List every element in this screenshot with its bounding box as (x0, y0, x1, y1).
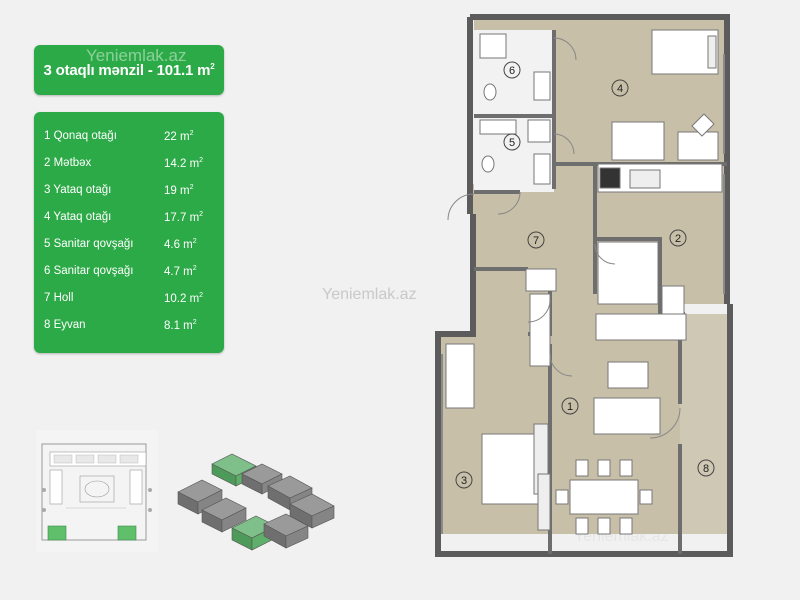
building-blocks-3d (177, 453, 335, 551)
dining-chair (555, 489, 569, 505)
sink-6 (533, 71, 551, 101)
room-number-markers: 1 2 3 4 5 6 7 8 (455, 61, 715, 489)
bed-4 (651, 29, 719, 75)
balcony-floor (680, 314, 728, 534)
dining-chair (619, 459, 633, 477)
hall-wardrobe (529, 293, 551, 367)
hall-cabinet (525, 268, 557, 292)
floor-plan: 1 2 3 4 5 6 7 8 (435, 14, 733, 557)
shower-6 (479, 33, 507, 59)
center-watermark: Yeniemlak.az (322, 286, 417, 303)
kitchen-island (595, 313, 687, 341)
sink-5 (533, 153, 551, 185)
room-number-3: 3 (461, 475, 467, 487)
kitchen-counter-side (597, 241, 659, 305)
bed-3 (481, 433, 543, 505)
dining-chair (639, 489, 653, 505)
room-number-5: 5 (509, 137, 515, 149)
tv-stand (607, 361, 649, 389)
chair-4 (691, 113, 715, 137)
room-number-2: 2 (675, 233, 681, 245)
armchair-4 (611, 121, 665, 161)
title-banner: 3 otaqlı mənzil - 101.1 m2 (34, 45, 224, 95)
toilet-5 (481, 155, 495, 173)
apartment-title: 3 otaqlı mənzil - 101.1 m2 (43, 61, 215, 79)
toilet-6 (483, 83, 497, 101)
site-minimap (36, 430, 158, 552)
room-number-8: 8 (703, 463, 709, 475)
dining-chair (597, 459, 611, 477)
dining-chair (619, 517, 633, 535)
room-number-4: 4 (617, 83, 623, 95)
room-number-1: 1 (567, 401, 573, 413)
dining-table (569, 479, 639, 515)
bathtub-5 (479, 119, 517, 135)
dining-chair (597, 517, 611, 535)
dining-chair (575, 517, 589, 535)
room-number-6: 6 (509, 65, 515, 77)
dining-chair (575, 459, 589, 477)
sofa-3 (445, 343, 475, 409)
sofa (593, 397, 661, 435)
room-number-7: 7 (533, 235, 539, 247)
shower-5 (527, 119, 551, 143)
desk-4 (677, 131, 719, 161)
